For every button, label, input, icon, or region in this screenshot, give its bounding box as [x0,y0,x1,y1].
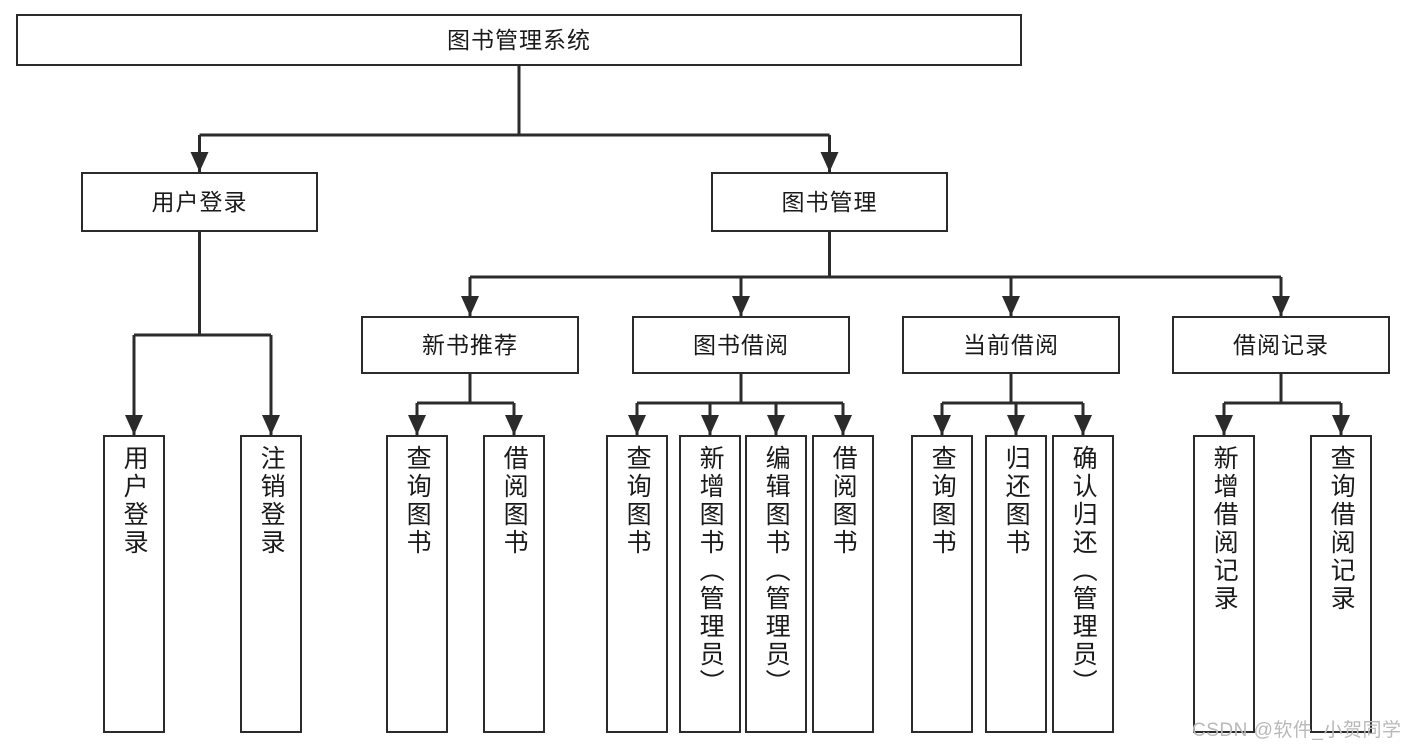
node-label-new-book-rec: 新书推荐 [422,331,518,358]
node-leaf-borrow-book-2[interactable]: 借阅图书 [812,435,874,733]
arrowhead-new-book-rec [461,296,479,316]
node-borrow-record[interactable]: 借阅记录 [1172,316,1390,374]
arrowhead-book-borrow [732,296,750,316]
node-leaf-query-record[interactable]: 查询借阅记录 [1310,435,1372,733]
node-leaf-confirm-return[interactable]: 确认归还（管理员） [1052,435,1114,733]
node-book-manage[interactable]: 图书管理 [711,172,948,232]
node-user-login[interactable]: 用户登录 [81,172,318,232]
node-leaf-add-book[interactable]: 新增图书（管理员） [679,435,741,733]
node-label-leaf-query-book-1: 查询图书 [403,445,432,557]
node-label-leaf-return-book: 归还图书 [1002,445,1031,557]
arrowhead-borrow-record [1272,296,1290,316]
arrowhead-leaf-borrow-book-1 [505,415,523,435]
node-label-leaf-add-book: 新增图书（管理员） [696,445,725,697]
node-leaf-user-login[interactable]: 用户登录 [103,435,165,733]
node-label-leaf-user-login: 用户登录 [120,445,149,557]
arrowhead-leaf-return-book [1007,415,1025,435]
node-leaf-borrow-book-1[interactable]: 借阅图书 [483,435,545,733]
node-label-leaf-user-logout: 注销登录 [257,445,286,557]
arrowhead-leaf-borrow-book-2 [834,415,852,435]
arrowhead-leaf-query-book-3 [933,415,951,435]
node-label-book-borrow: 图书借阅 [693,331,789,358]
arrowhead-user-login [190,152,209,172]
arrowhead-leaf-query-record [1332,415,1350,435]
node-leaf-query-book-3[interactable]: 查询图书 [911,435,973,733]
node-new-book-rec[interactable]: 新书推荐 [361,316,579,374]
node-label-leaf-add-record: 新增借阅记录 [1210,445,1239,613]
node-leaf-query-book-2[interactable]: 查询图书 [606,435,668,733]
node-label-leaf-query-record: 查询借阅记录 [1327,445,1356,613]
arrowhead-book-manage [820,152,839,172]
arrowhead-leaf-add-book [701,415,719,435]
arrowhead-leaf-edit-book [767,415,785,435]
node-book-borrow[interactable]: 图书借阅 [632,316,850,374]
arrowhead-leaf-user-logout [262,415,280,435]
node-label-leaf-query-book-2: 查询图书 [623,445,652,557]
node-label-leaf-query-book-3: 查询图书 [928,445,957,557]
arrowhead-leaf-user-login [125,415,143,435]
node-leaf-return-book[interactable]: 归还图书 [985,435,1047,733]
arrowhead-current-borrow [1002,296,1020,316]
node-leaf-add-record[interactable]: 新增借阅记录 [1193,435,1255,733]
arrowhead-leaf-add-record [1215,415,1233,435]
node-leaf-edit-book[interactable]: 编辑图书（管理员） [745,435,807,733]
arrowhead-leaf-query-book-1 [408,415,426,435]
node-label-book-manage: 图书管理 [781,188,878,215]
arrowhead-leaf-confirm-return [1074,415,1092,435]
node-label-leaf-edit-book: 编辑图书（管理员） [762,445,791,697]
node-label-leaf-borrow-book-1: 借阅图书 [500,445,529,557]
node-label-leaf-borrow-book-2: 借阅图书 [829,445,858,557]
arrowhead-leaf-query-book-2 [628,415,646,435]
node-label-current-borrow: 当前借阅 [963,331,1059,358]
node-label-borrow-record: 借阅记录 [1233,331,1329,358]
node-leaf-user-logout[interactable]: 注销登录 [240,435,302,733]
node-current-borrow[interactable]: 当前借阅 [902,316,1120,374]
node-label-user-login: 用户登录 [151,188,248,215]
node-leaf-query-book-1[interactable]: 查询图书 [386,435,448,733]
node-root[interactable]: 图书管理系统 [16,14,1022,66]
node-label-root: 图书管理系统 [447,26,591,53]
node-label-leaf-confirm-return: 确认归还（管理员） [1069,445,1098,697]
